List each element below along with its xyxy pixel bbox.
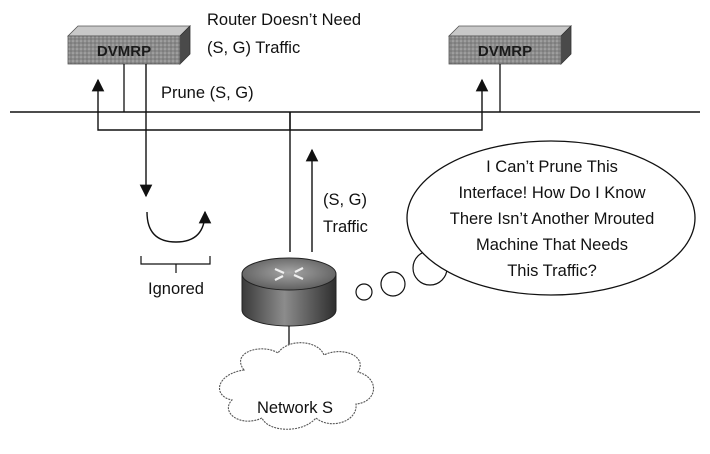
network-cloud bbox=[219, 342, 375, 430]
ignored-label: Ignored bbox=[148, 280, 204, 298]
prune-label: Prune (S, G) bbox=[161, 84, 254, 102]
network-label: Network S bbox=[257, 399, 333, 417]
thought-line-1: I Can’t Prune This bbox=[486, 158, 618, 176]
left-router-label: DVMRP bbox=[97, 43, 151, 60]
left-dvmrp-router: DVMRP bbox=[67, 25, 191, 65]
doesnt-need-label-line1: Router Doesn’t Need bbox=[207, 11, 361, 29]
thought-line-5: This Traffic? bbox=[507, 262, 597, 280]
ignored-curve-arrow bbox=[146, 210, 212, 243]
ignored-bracket bbox=[140, 256, 211, 265]
thought-line-3: There Isn’t Another Mrouted bbox=[450, 210, 655, 228]
thought-bubble bbox=[355, 140, 696, 301]
doesnt-need-label-line2: (S, G) Traffic bbox=[207, 39, 300, 57]
right-dvmrp-router: DVMRP bbox=[448, 25, 572, 65]
sg-traffic-label-line1: (S, G) bbox=[323, 191, 367, 209]
thought-line-4: Machine That Needs bbox=[476, 236, 628, 254]
central-router bbox=[241, 257, 337, 327]
right-router-label: DVMRP bbox=[478, 43, 532, 60]
sg-traffic-label-line2: Traffic bbox=[323, 218, 368, 236]
thought-line-2: Interface! How Do I Know bbox=[458, 184, 645, 202]
traffic-to-right-router-arrow bbox=[290, 78, 489, 131]
router-arrows-icon bbox=[274, 267, 304, 281]
